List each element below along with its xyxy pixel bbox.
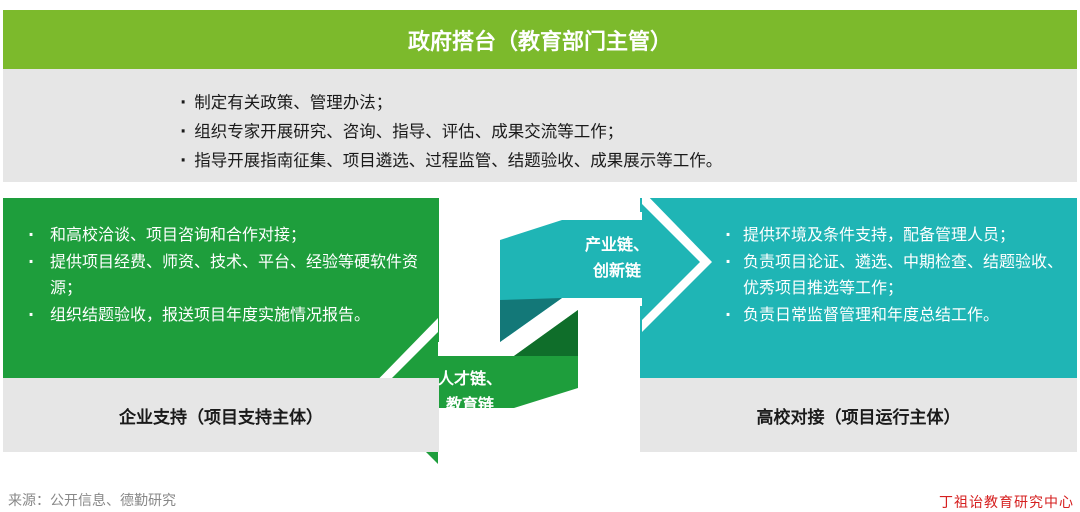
industry-arrow-label: 产业链、 创新链 xyxy=(567,232,667,284)
government-header: 政府搭台（教育部门主管） xyxy=(3,10,1077,69)
talent-arrow-shadow xyxy=(514,310,578,356)
industry-label-line: 创新链 xyxy=(592,261,641,280)
government-title: 政府搭台（教育部门主管） xyxy=(407,29,672,55)
enterprise-duty-item: 提供项目经费、师资、技术、平台、经验等硬软件资源； xyxy=(24,249,424,302)
university-duty-item: 负责项目论证、遴选、中期检查、结题验收、优秀项目推选等工作； xyxy=(725,249,1075,302)
watermark: 丁祖诒教育研究中心 xyxy=(939,495,1074,511)
university-duty-item: 提供环境及条件支持，配备管理人员； xyxy=(725,222,1075,249)
enterprise-label-panel: 企业支持（项目支持主体） xyxy=(3,378,439,452)
university-label-panel: 高校对接（项目运行主体） xyxy=(640,378,1077,452)
talent-label-line: 教育链 xyxy=(445,395,494,414)
industry-arrow-shadow xyxy=(500,298,562,342)
talent-arrow-label: 人才链、 教育链 xyxy=(420,366,520,418)
enterprise-duty-item: 和高校洽谈、项目咨询和合作对接； xyxy=(24,222,424,249)
enterprise-label: 企业支持（项目支持主体） xyxy=(119,407,323,428)
government-duty-item: 制定有关政策、管理办法； xyxy=(180,88,722,117)
government-duty-item: 指导开展指南征集、项目遴选、过程监管、结题验收、成果展示等工作。 xyxy=(180,146,722,175)
talent-label-line: 人才链、 xyxy=(437,369,502,388)
enterprise-duties-list: 和高校洽谈、项目咨询和合作对接； 提供项目经费、师资、技术、平台、经验等硬软件资… xyxy=(24,222,424,328)
industry-label-line: 产业链、 xyxy=(584,235,649,254)
university-duties-list: 提供环境及条件支持，配备管理人员； 负责项目论证、遴选、中期检查、结题验收、优秀… xyxy=(725,222,1075,328)
university-duty-item: 负责日常监督管理和年度总结工作。 xyxy=(725,302,1075,329)
government-duty-item: 组织专家开展研究、咨询、指导、评估、成果交流等工作； xyxy=(180,117,722,146)
university-label: 高校对接（项目运行主体） xyxy=(756,407,961,428)
enterprise-duty-item: 组织结题验收，报送项目年度实施情况报告。 xyxy=(24,302,424,329)
source-note: 来源：公开信息、德勤研究 xyxy=(8,493,176,509)
government-duties-list: 制定有关政策、管理办法； 组织专家开展研究、咨询、指导、评估、成果交流等工作； … xyxy=(180,88,722,175)
